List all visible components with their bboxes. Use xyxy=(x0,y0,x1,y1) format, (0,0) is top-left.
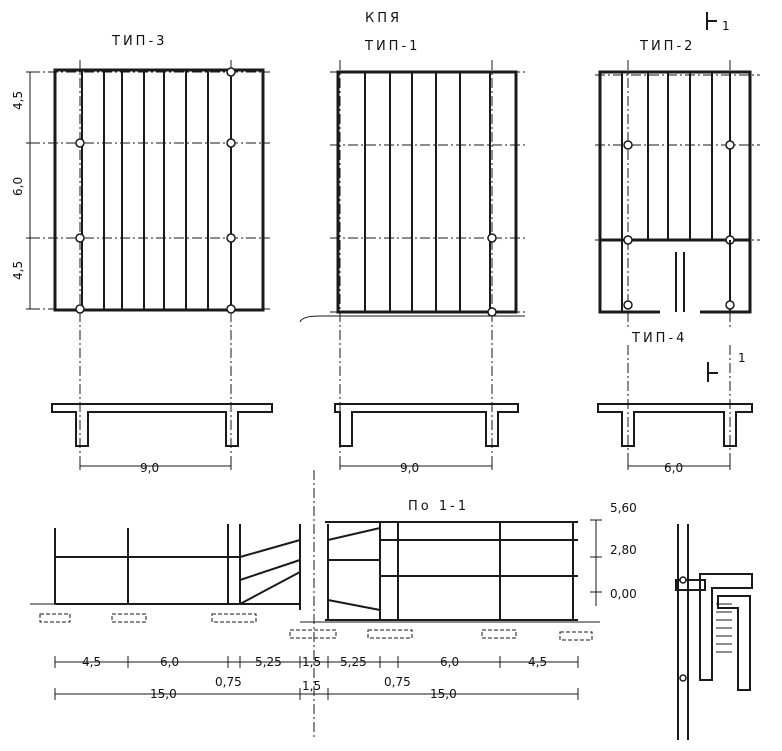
dim-row-2: 15,0 1,5 15,0 xyxy=(54,679,579,701)
elevation-marks: 5,60 2,80 0,00 xyxy=(590,501,637,606)
dim-9: 4,5 xyxy=(528,655,547,669)
section-marker-top-number: 1 xyxy=(722,19,730,33)
plan-type-3 xyxy=(30,60,270,330)
cross-span-3: 6,0 xyxy=(664,461,683,475)
plan-vertical-dimensions: 4,5 6,0 4,5 xyxy=(11,71,34,310)
section-right-frame xyxy=(300,521,600,641)
dim-gap: 1,5 xyxy=(302,679,321,693)
dim-5: 1,5 xyxy=(302,655,321,669)
connection-detail xyxy=(675,524,753,740)
elevation-top: 5,60 xyxy=(610,501,637,515)
plan-label-type-4: ТИП-4 xyxy=(631,331,687,346)
section-marker-top: 1 xyxy=(706,12,730,33)
cross-section-type-2: 6,0 xyxy=(597,345,753,475)
dim-3: 0,75 xyxy=(215,675,242,689)
section-marker-bottom-number: 1 xyxy=(738,351,746,365)
dim-total-left: 15,0 xyxy=(150,687,177,701)
dim-2: 6,0 xyxy=(160,655,179,669)
dim-row-1: 4,5 6,0 0,75 5,25 1,5 5,25 0,75 6,0 4,5 xyxy=(54,655,579,689)
cross-section-type-3: 9,0 xyxy=(51,330,273,475)
section-title: По 1-1 xyxy=(408,499,469,514)
cross-span-1: 9,0 xyxy=(140,461,159,475)
dim-7: 0,75 xyxy=(384,675,411,689)
dim-total-right: 15,0 xyxy=(430,687,457,701)
plan-label-type-2: ТИП-2 xyxy=(639,39,695,54)
plan-type-1 xyxy=(299,60,525,330)
plan-label-type-1: ТИП-1 xyxy=(364,39,420,54)
dim-vertical-2: 6,0 xyxy=(11,177,25,196)
dim-1: 4,5 xyxy=(82,655,101,669)
cross-span-2: 9,0 xyxy=(400,461,419,475)
elevation-ground: 0,00 xyxy=(610,587,637,601)
drawing-title: КПЯ xyxy=(365,11,402,26)
plan-label-type-3: ТИП-3 xyxy=(111,34,167,49)
plan-type-4 xyxy=(598,240,752,314)
dim-4: 5,25 xyxy=(255,655,282,669)
cross-section-type-1: 9,0 xyxy=(334,330,519,475)
section-middle-truss xyxy=(239,470,381,740)
dim-6: 5,25 xyxy=(340,655,367,669)
section-marker-bottom: 1 xyxy=(707,351,746,382)
elevation-mid: 2,80 xyxy=(610,543,637,557)
dim-vertical-1: 4,5 xyxy=(11,91,25,110)
dim-8: 6,0 xyxy=(440,655,459,669)
plan-type-2 xyxy=(595,60,760,330)
dim-vertical-3: 4,5 xyxy=(11,261,25,280)
